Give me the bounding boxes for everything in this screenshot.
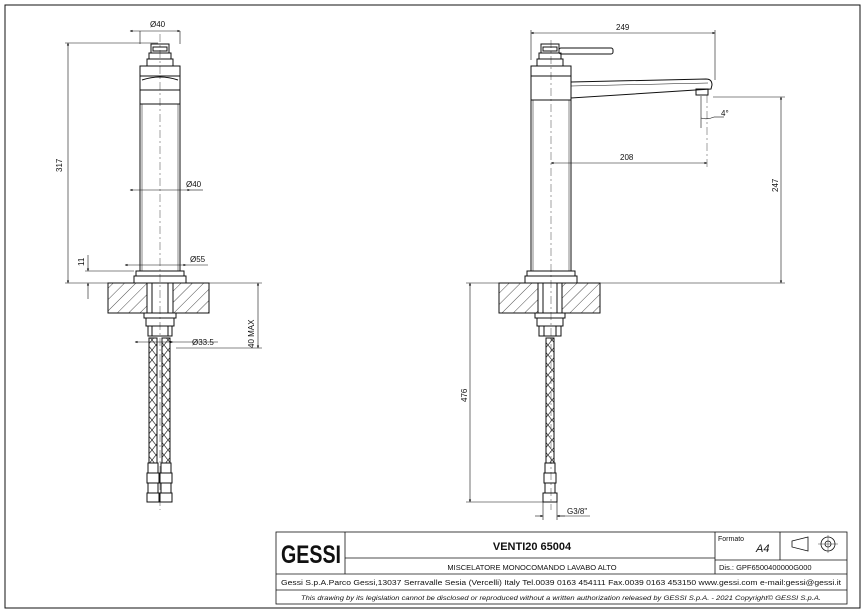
dim-base-diameter: Ø55 xyxy=(190,255,206,264)
company-logo: GESSI xyxy=(281,541,341,569)
company-info: Gessi S.p.A.Parco Gessi,13037 Serravalle… xyxy=(281,580,841,587)
format-label: Formato xyxy=(718,536,744,543)
dim-body-diameter: Ø40 xyxy=(186,180,202,189)
projection-symbol xyxy=(791,536,809,552)
dim-hose-length: 476 xyxy=(460,388,469,402)
dim-spout-angle: 4° xyxy=(721,109,729,118)
dim-spout-height: 247 xyxy=(771,178,780,192)
countertop-section-right xyxy=(172,282,210,314)
front-view xyxy=(107,34,210,510)
side-lever xyxy=(558,47,614,55)
dim-overall-length: 249 xyxy=(616,23,630,32)
front-hose-right xyxy=(161,337,171,464)
side-spout xyxy=(570,78,713,99)
dim-spout-reach: 208 xyxy=(620,153,634,162)
side-view xyxy=(498,40,713,510)
format-value: A4 xyxy=(755,543,769,555)
front-hose-left xyxy=(148,337,158,464)
front-dimension-labels: Ø40 317 Ø40 11 Ø55 Ø33.5 40 MAX xyxy=(55,20,256,348)
dim-top-diameter: Ø40 xyxy=(150,20,166,29)
product-title: VENTI20 65004 xyxy=(493,541,572,553)
title-block-text: GESSI VENTI20 65004 MISCELATORE MONOCOMA… xyxy=(281,536,841,602)
dim-connection: G3/8" xyxy=(567,507,587,516)
side-dimensions xyxy=(466,30,785,520)
side-countertop-right xyxy=(561,282,601,314)
title-block xyxy=(275,531,848,605)
side-hose xyxy=(545,337,555,464)
sheet-border xyxy=(4,4,861,609)
dim-hole-diameter: Ø33.5 xyxy=(192,338,214,347)
product-subtitle: MISCELATORE MONOCOMANDO LAVABO ALTO xyxy=(447,563,616,572)
front-dimensions xyxy=(65,29,262,349)
dim-height-total: 317 xyxy=(55,158,64,172)
drawing-number: Dis.: GPF6500400000G000 xyxy=(719,563,812,572)
dim-max-thickness: 40 MAX xyxy=(247,319,256,348)
side-dimension-labels: 249 4° 208 247 476 G3/8" xyxy=(460,23,780,516)
countertop-section-left xyxy=(107,282,148,314)
legal-note: This drawing by its legislation cannot b… xyxy=(301,595,821,602)
dim-base-height: 11 xyxy=(77,257,86,266)
side-countertop-left xyxy=(498,282,539,314)
